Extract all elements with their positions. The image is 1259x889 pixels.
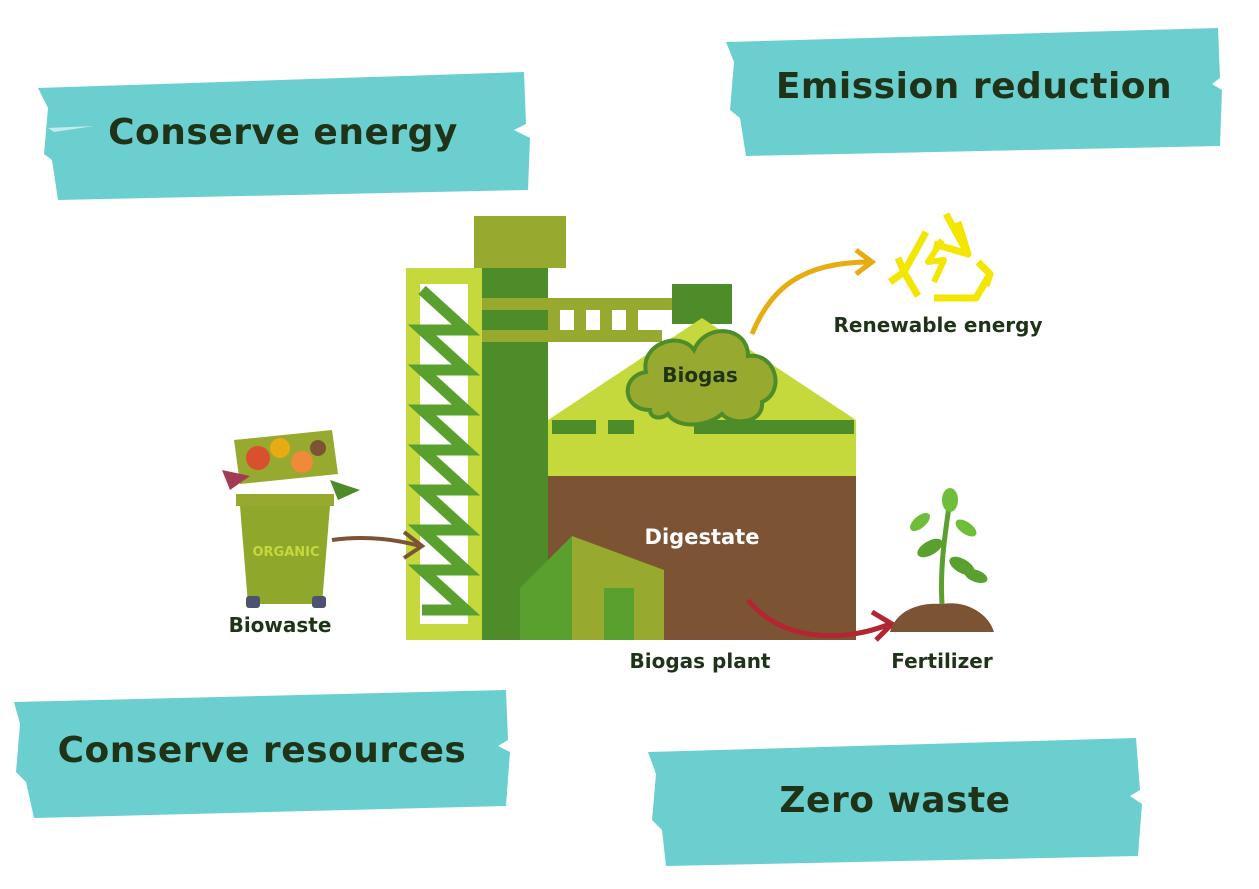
fertilizer-label: Fertilizer	[891, 649, 993, 673]
arrow-biowaste-to-plant	[331, 530, 426, 560]
biowaste-label: Biowaste	[229, 613, 332, 637]
lattice-tower	[406, 268, 482, 640]
recycle-energy-icon	[887, 212, 994, 302]
banner-zero-waste: Zero waste	[646, 736, 1144, 870]
banner-brush-shape	[648, 738, 1142, 866]
organic-label: ORGANIC	[252, 545, 319, 560]
banner-conserve-resources: Conserve resources	[12, 686, 512, 822]
digestate-label: Digestate	[645, 525, 760, 549]
banner-title: Zero waste	[779, 780, 1011, 821]
plant-sprout-icon	[890, 488, 994, 632]
organic-bin-icon: ORGANIC	[222, 430, 360, 608]
banner-brush-shape	[38, 72, 530, 200]
banner-emission-reduction: Emission reduction	[724, 26, 1224, 160]
biogas-cloud	[625, 329, 778, 427]
banner-title: Conserve energy	[108, 112, 458, 153]
biogas-label: Biogas	[662, 363, 738, 387]
arrow-biogas-to-energy	[749, 248, 877, 335]
banner-title: Conserve resources	[57, 730, 467, 771]
biogas-plant-label: Biogas plant	[630, 649, 771, 673]
banner-brush-shape	[726, 28, 1222, 156]
arrow-digestate-to-fertilizer	[746, 598, 897, 642]
banner-brush-shape	[14, 690, 510, 818]
small-building	[520, 536, 664, 640]
renewable-energy-label: Renewable energy	[833, 313, 1042, 337]
pipe-bridge	[482, 284, 732, 342]
banner-conserve-energy: Conserve energy	[34, 68, 532, 204]
banner-title: Emission reduction	[775, 66, 1173, 107]
